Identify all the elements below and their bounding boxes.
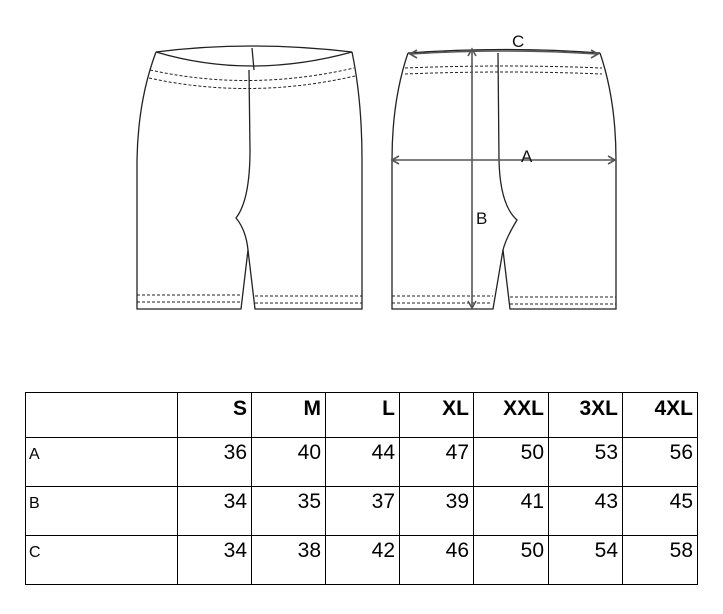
table-cell: 43 xyxy=(548,486,623,536)
measurement-label-b: B xyxy=(476,209,487,228)
table-row: C 34 38 42 46 50 54 58 xyxy=(25,535,698,585)
shorts-front-view xyxy=(136,45,363,310)
table-row: A 36 40 44 47 50 53 56 xyxy=(25,437,698,487)
table-cell: 53 xyxy=(548,437,623,487)
header-cell-size: M xyxy=(251,392,326,438)
header-cell-size: XL xyxy=(399,392,474,438)
row-label: C xyxy=(25,535,178,585)
table-cell: 37 xyxy=(325,486,400,536)
table-cell: 34 xyxy=(177,486,252,536)
table-cell: 46 xyxy=(399,535,474,585)
header-cell-blank xyxy=(25,392,178,438)
header-cell-size: S xyxy=(177,392,252,438)
header-cell-size: 3XL xyxy=(548,392,623,438)
table-cell: 56 xyxy=(622,437,698,487)
header-cell-size: L xyxy=(325,392,400,438)
header-cell-size: 4XL xyxy=(622,392,698,438)
table-cell: 39 xyxy=(399,486,474,536)
table-cell: 50 xyxy=(473,535,549,585)
table-cell: 54 xyxy=(548,535,623,585)
table-cell: 58 xyxy=(622,535,698,585)
shorts-back-view-with-measurements xyxy=(391,48,617,310)
size-chart-table: S M L XL XXL 3XL 4XL A 36 40 44 47 50 53… xyxy=(25,392,698,585)
table-header-row: S M L XL XXL 3XL 4XL xyxy=(25,392,698,438)
table-cell: 50 xyxy=(473,437,549,487)
shorts-diagram: C A B xyxy=(136,32,617,310)
table-cell: 38 xyxy=(251,535,326,585)
table-row: B 34 35 37 39 41 43 45 xyxy=(25,486,698,536)
table-cell: 34 xyxy=(177,535,252,585)
measurement-label-a: A xyxy=(521,147,533,166)
measurement-c-arrow xyxy=(410,50,598,55)
header-cell-size: XXL xyxy=(473,392,549,438)
table-cell: 45 xyxy=(622,486,698,536)
row-label: A xyxy=(25,437,178,487)
measurement-arrows xyxy=(390,47,617,310)
table-cell: 41 xyxy=(473,486,549,536)
row-label: B xyxy=(25,486,178,536)
table-cell: 47 xyxy=(399,437,474,487)
table-cell: 42 xyxy=(325,535,400,585)
measurement-label-c: C xyxy=(512,32,524,51)
table-cell: 44 xyxy=(325,437,400,487)
table-cell: 40 xyxy=(251,437,326,487)
table-cell: 35 xyxy=(251,486,326,536)
table-cell: 36 xyxy=(177,437,252,487)
